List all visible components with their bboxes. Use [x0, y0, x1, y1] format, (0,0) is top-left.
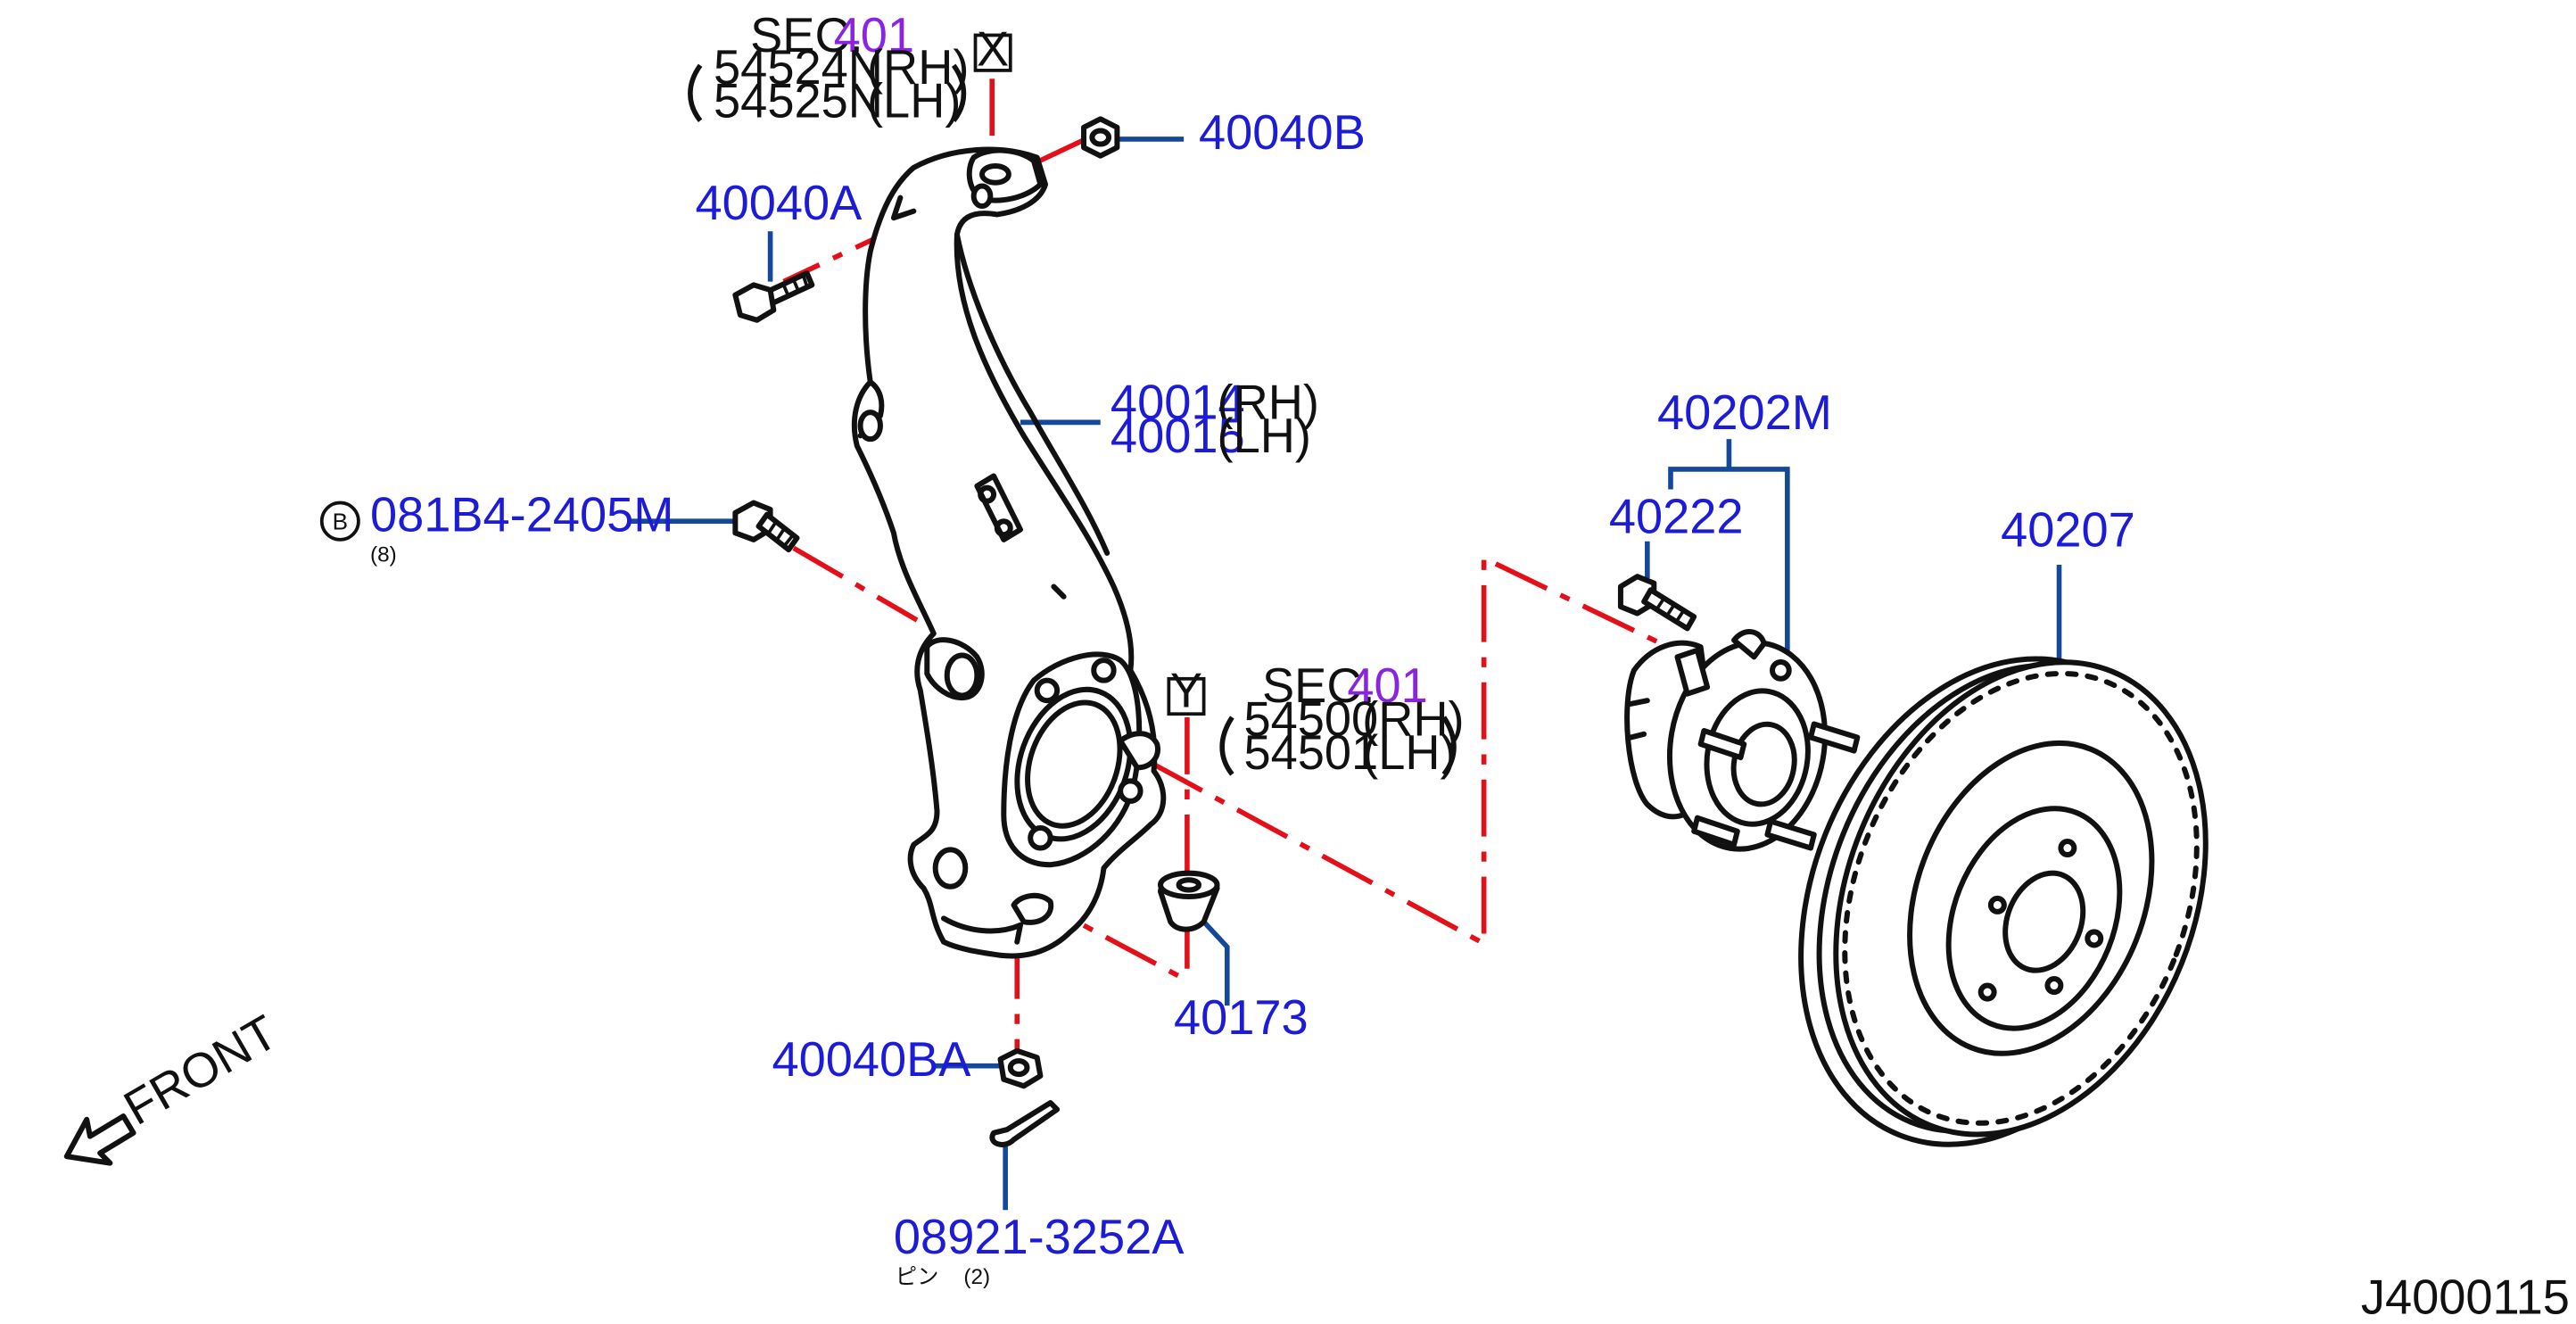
sec-y-part-lh: 54501 [1243, 725, 1378, 780]
bolt-40040a [732, 270, 815, 323]
drawing-id: J4000115 [2361, 1270, 2570, 1324]
bolt-b-qty: (8) [370, 542, 397, 567]
part-link-40015[interactable]: 40015 [1110, 409, 1245, 463]
nut-40040ba [997, 1047, 1044, 1089]
part-40014-side: (RH) [1218, 375, 1319, 429]
part-link-40014[interactable]: 40014 [1110, 375, 1245, 429]
cotter-pin [989, 1100, 1061, 1147]
hub-bolt-40222 [1617, 574, 1697, 632]
nut-40040b [1081, 116, 1120, 159]
hub-bearing-assembly [1624, 629, 1861, 852]
part-link-40207[interactable]: 40207 [2001, 502, 2135, 557]
b-badge-circle [319, 501, 360, 542]
section-y-letter: Y [1170, 664, 1202, 718]
sec-y-part-rh: 54500 [1243, 692, 1378, 747]
dust-cover-40173 [1158, 870, 1220, 932]
leader-lines [630, 137, 2062, 1211]
part-link-40202m[interactable]: 40202M [1657, 385, 1832, 440]
steering-knuckle [851, 146, 1167, 959]
part-link-40040b[interactable]: 40040B [1199, 105, 1366, 160]
part-link-40040a[interactable]: 40040A [695, 176, 863, 230]
sec-x-side-lh: (LH) [867, 73, 961, 128]
bolt-081b4 [732, 500, 800, 553]
front-indicator: FRONT [63, 1005, 286, 1166]
section-x-callout: SEC. 401 54524N (RH) 54525N (LH) [688, 8, 969, 128]
bolt-b-callout: B 081B4-2405M (8) [319, 487, 673, 567]
brake-rotor-40207 [1798, 656, 2209, 1147]
sec-x-part-rh: 54524N [714, 40, 883, 95]
part-link-40173[interactable]: 40173 [1174, 990, 1309, 1045]
pin-qty: (2) [963, 1265, 990, 1289]
front-label: FRONT [115, 1005, 286, 1136]
section-y-callout: SEC. 401 54500 (RH) 54501 (LH) [1219, 658, 1465, 780]
sec-x-prefix: SEC. [750, 8, 863, 62]
sec-y-side-lh: (LH) [1362, 725, 1456, 780]
pin-name: ピン [896, 1265, 939, 1289]
part-40015-side: (LH) [1218, 409, 1311, 463]
front-arrow-icon [63, 1113, 136, 1166]
part-link-40040ba[interactable]: 40040BA [772, 1032, 971, 1087]
sec-y-section-link[interactable]: 401 [1347, 658, 1427, 713]
part-link-08921-3252a[interactable]: 08921-3252A [894, 1210, 1185, 1264]
pin-callout: 08921-3252A ピン (2) [894, 1210, 1185, 1289]
b-badge-letter: B [333, 509, 348, 535]
sec-y-prefix: SEC. [1262, 658, 1375, 713]
section-x-letter: X [977, 21, 1009, 76]
section-x-box: X [973, 21, 1012, 76]
section-y-box: Y [1167, 664, 1206, 718]
sec-y-side-rh: (RH) [1362, 692, 1464, 747]
part-link-081b4-2405m[interactable]: 081B4-2405M [370, 487, 673, 542]
sec-x-section-link[interactable]: 401 [834, 8, 914, 62]
sec-x-part-lh: 54525N [714, 73, 883, 128]
sec-x-side-rh: (RH) [867, 40, 969, 95]
part-link-40222[interactable]: 40222 [1609, 489, 1744, 543]
